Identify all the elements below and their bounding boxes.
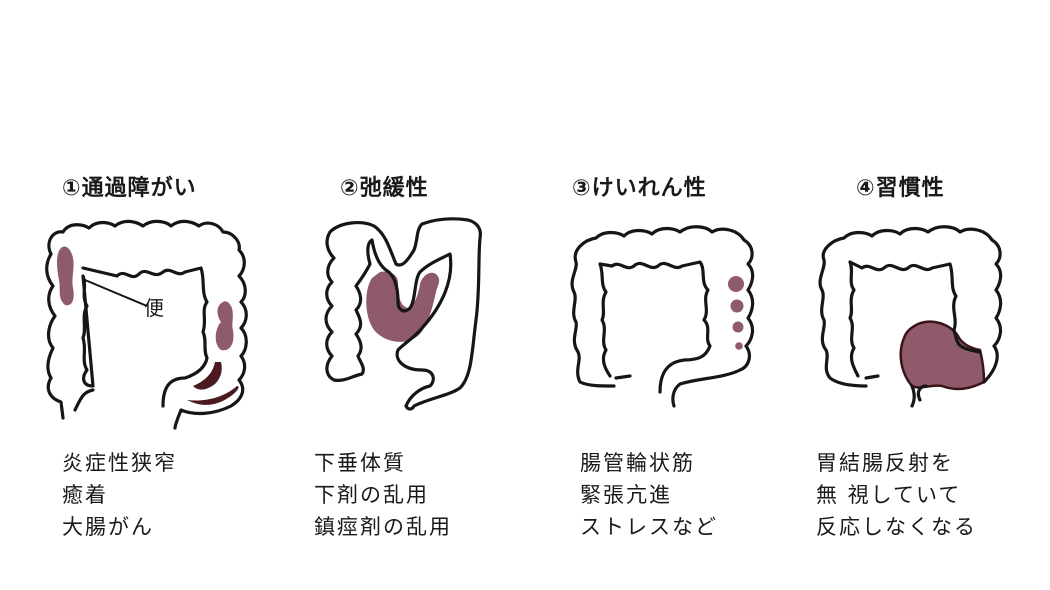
colon-outline xyxy=(73,266,209,412)
colon-diagram-obstruction xyxy=(45,219,248,430)
cause-item: 反応しなくなる xyxy=(816,515,977,539)
panel-title: ④習慣性 xyxy=(856,176,945,201)
sagging-colon-fill xyxy=(366,271,440,342)
colon-diagram-spastic xyxy=(570,225,755,408)
panel-obstruction: ①通過障がい 便 炎症性狭窄 癒着 大腸がん xyxy=(0,0,262,590)
stool-pellet xyxy=(732,321,744,333)
colon-outline xyxy=(324,217,482,411)
stool-blob xyxy=(57,246,74,306)
panel-habitual: ④習慣性 胃結腸反射を 無 視していて 反応しなくなる xyxy=(786,0,1048,590)
stool-pellet xyxy=(728,276,744,292)
rectal-stool-mass xyxy=(899,320,986,391)
colon-outline xyxy=(818,225,1003,408)
cause-item: 下剤の乱用 xyxy=(314,483,429,507)
stool-pellet xyxy=(735,342,743,350)
cause-item: 無 視していて xyxy=(816,483,962,507)
cause-item: 腸管輪状筋 xyxy=(580,451,695,475)
colon-outline-outer xyxy=(45,219,248,430)
obstruction-mass xyxy=(193,362,222,390)
cause-list: 腸管輪状筋 緊張亢進 ストレスなど xyxy=(580,447,718,543)
colon-diagram-atonic xyxy=(324,217,482,411)
obstruction-mass xyxy=(187,386,239,405)
cause-item: 胃結腸反射を xyxy=(816,451,954,475)
cause-item: 緊張亢進 xyxy=(580,483,672,507)
panel-title: ③けいれん性 xyxy=(572,176,707,201)
panel-atonic: ②弛緩性 下垂体質 下剤の乱用 鎮痙剤の乱用 xyxy=(262,0,524,590)
cause-item: 鎮痙剤の乱用 xyxy=(314,515,452,539)
panel-title: ②弛緩性 xyxy=(340,176,429,201)
cause-list: 炎症性狭窄 癒着 大腸がん xyxy=(62,447,177,543)
colon-diagram-habitual xyxy=(818,225,1003,408)
panel-title: ①通過障がい xyxy=(62,176,197,201)
stool-blob xyxy=(215,301,234,351)
cause-item: 炎症性狭窄 xyxy=(62,451,177,475)
cause-item: ストレスなど xyxy=(580,515,718,539)
stool-annotation-label: 便 xyxy=(144,296,164,320)
stool-pellet xyxy=(730,299,744,313)
cause-list: 胃結腸反射を 無 視していて 反応しなくなる xyxy=(816,447,977,543)
cause-list: 下垂体質 下剤の乱用 鎮痙剤の乱用 xyxy=(314,447,452,543)
colon-outline xyxy=(570,225,755,408)
cause-item: 下垂体質 xyxy=(314,451,406,475)
cause-item: 癒着 xyxy=(62,483,108,507)
panel-spastic: ③けいれん性 腸管輪状筋 緊張亢進 ストレスなど xyxy=(524,0,786,590)
cause-item: 大腸がん xyxy=(62,515,154,539)
